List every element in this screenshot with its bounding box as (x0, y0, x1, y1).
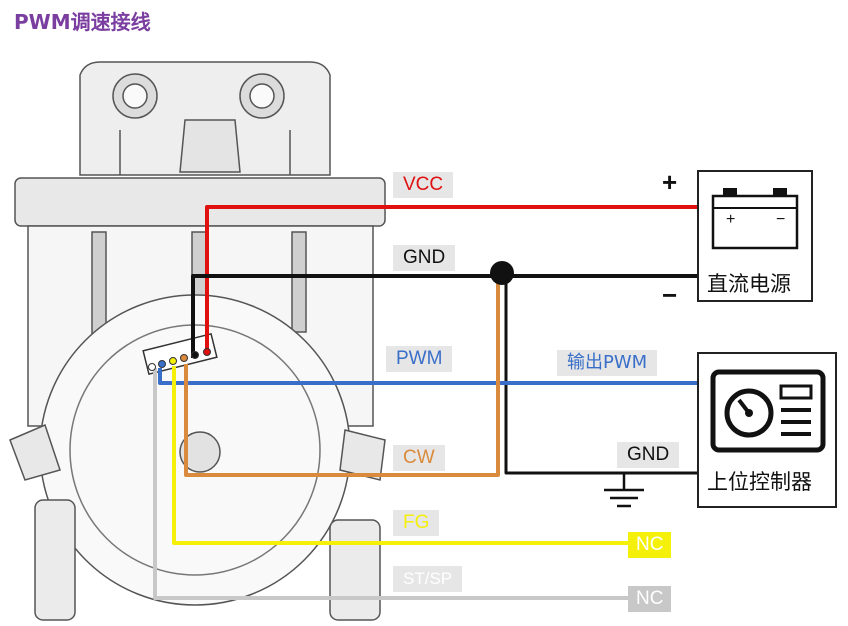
vcc-label: VCC (393, 172, 454, 198)
controller-label: 上位控制器 (707, 470, 812, 494)
power-supply-box: + − 直流电源 (697, 170, 813, 302)
minus-sign: − (662, 280, 678, 310)
controller-box: 上位控制器 (697, 352, 837, 508)
motor-flange (14, 177, 386, 227)
vcc-wire (205, 205, 698, 350)
fg-label: FG (393, 510, 440, 536)
connector-pins (148, 348, 211, 371)
ground-symbol (604, 473, 644, 508)
gnd-wire (191, 274, 698, 358)
stsp-label: ST/SP (393, 566, 463, 592)
nc-label-fg: NC (628, 532, 672, 558)
nc-label-stsp: NC (628, 586, 672, 612)
cw-wire (184, 276, 500, 477)
battery-icon: + − (711, 188, 799, 250)
pwm-wire (158, 368, 698, 385)
svg-text:+: + (726, 211, 735, 228)
pwm-label: PWM (386, 346, 453, 372)
gnd-label: GND (393, 245, 456, 271)
plus-sign: + (662, 167, 678, 197)
page-title: PWM调速接线 (14, 10, 151, 34)
controller-gnd-label: GND (617, 442, 680, 468)
junction-dot (490, 261, 514, 285)
motor-shaft (179, 431, 221, 473)
fg-wire (172, 366, 634, 545)
power-supply-label: 直流电源 (707, 272, 791, 296)
stsp-wire (153, 368, 634, 600)
output-pwm-label: 输出PWM (557, 350, 658, 376)
gnd-to-controller-wire (504, 276, 698, 475)
cw-label: CW (393, 445, 445, 471)
svg-text:−: − (776, 211, 785, 228)
motor-illustration (9, 61, 386, 621)
dashboard-icon (710, 369, 826, 453)
